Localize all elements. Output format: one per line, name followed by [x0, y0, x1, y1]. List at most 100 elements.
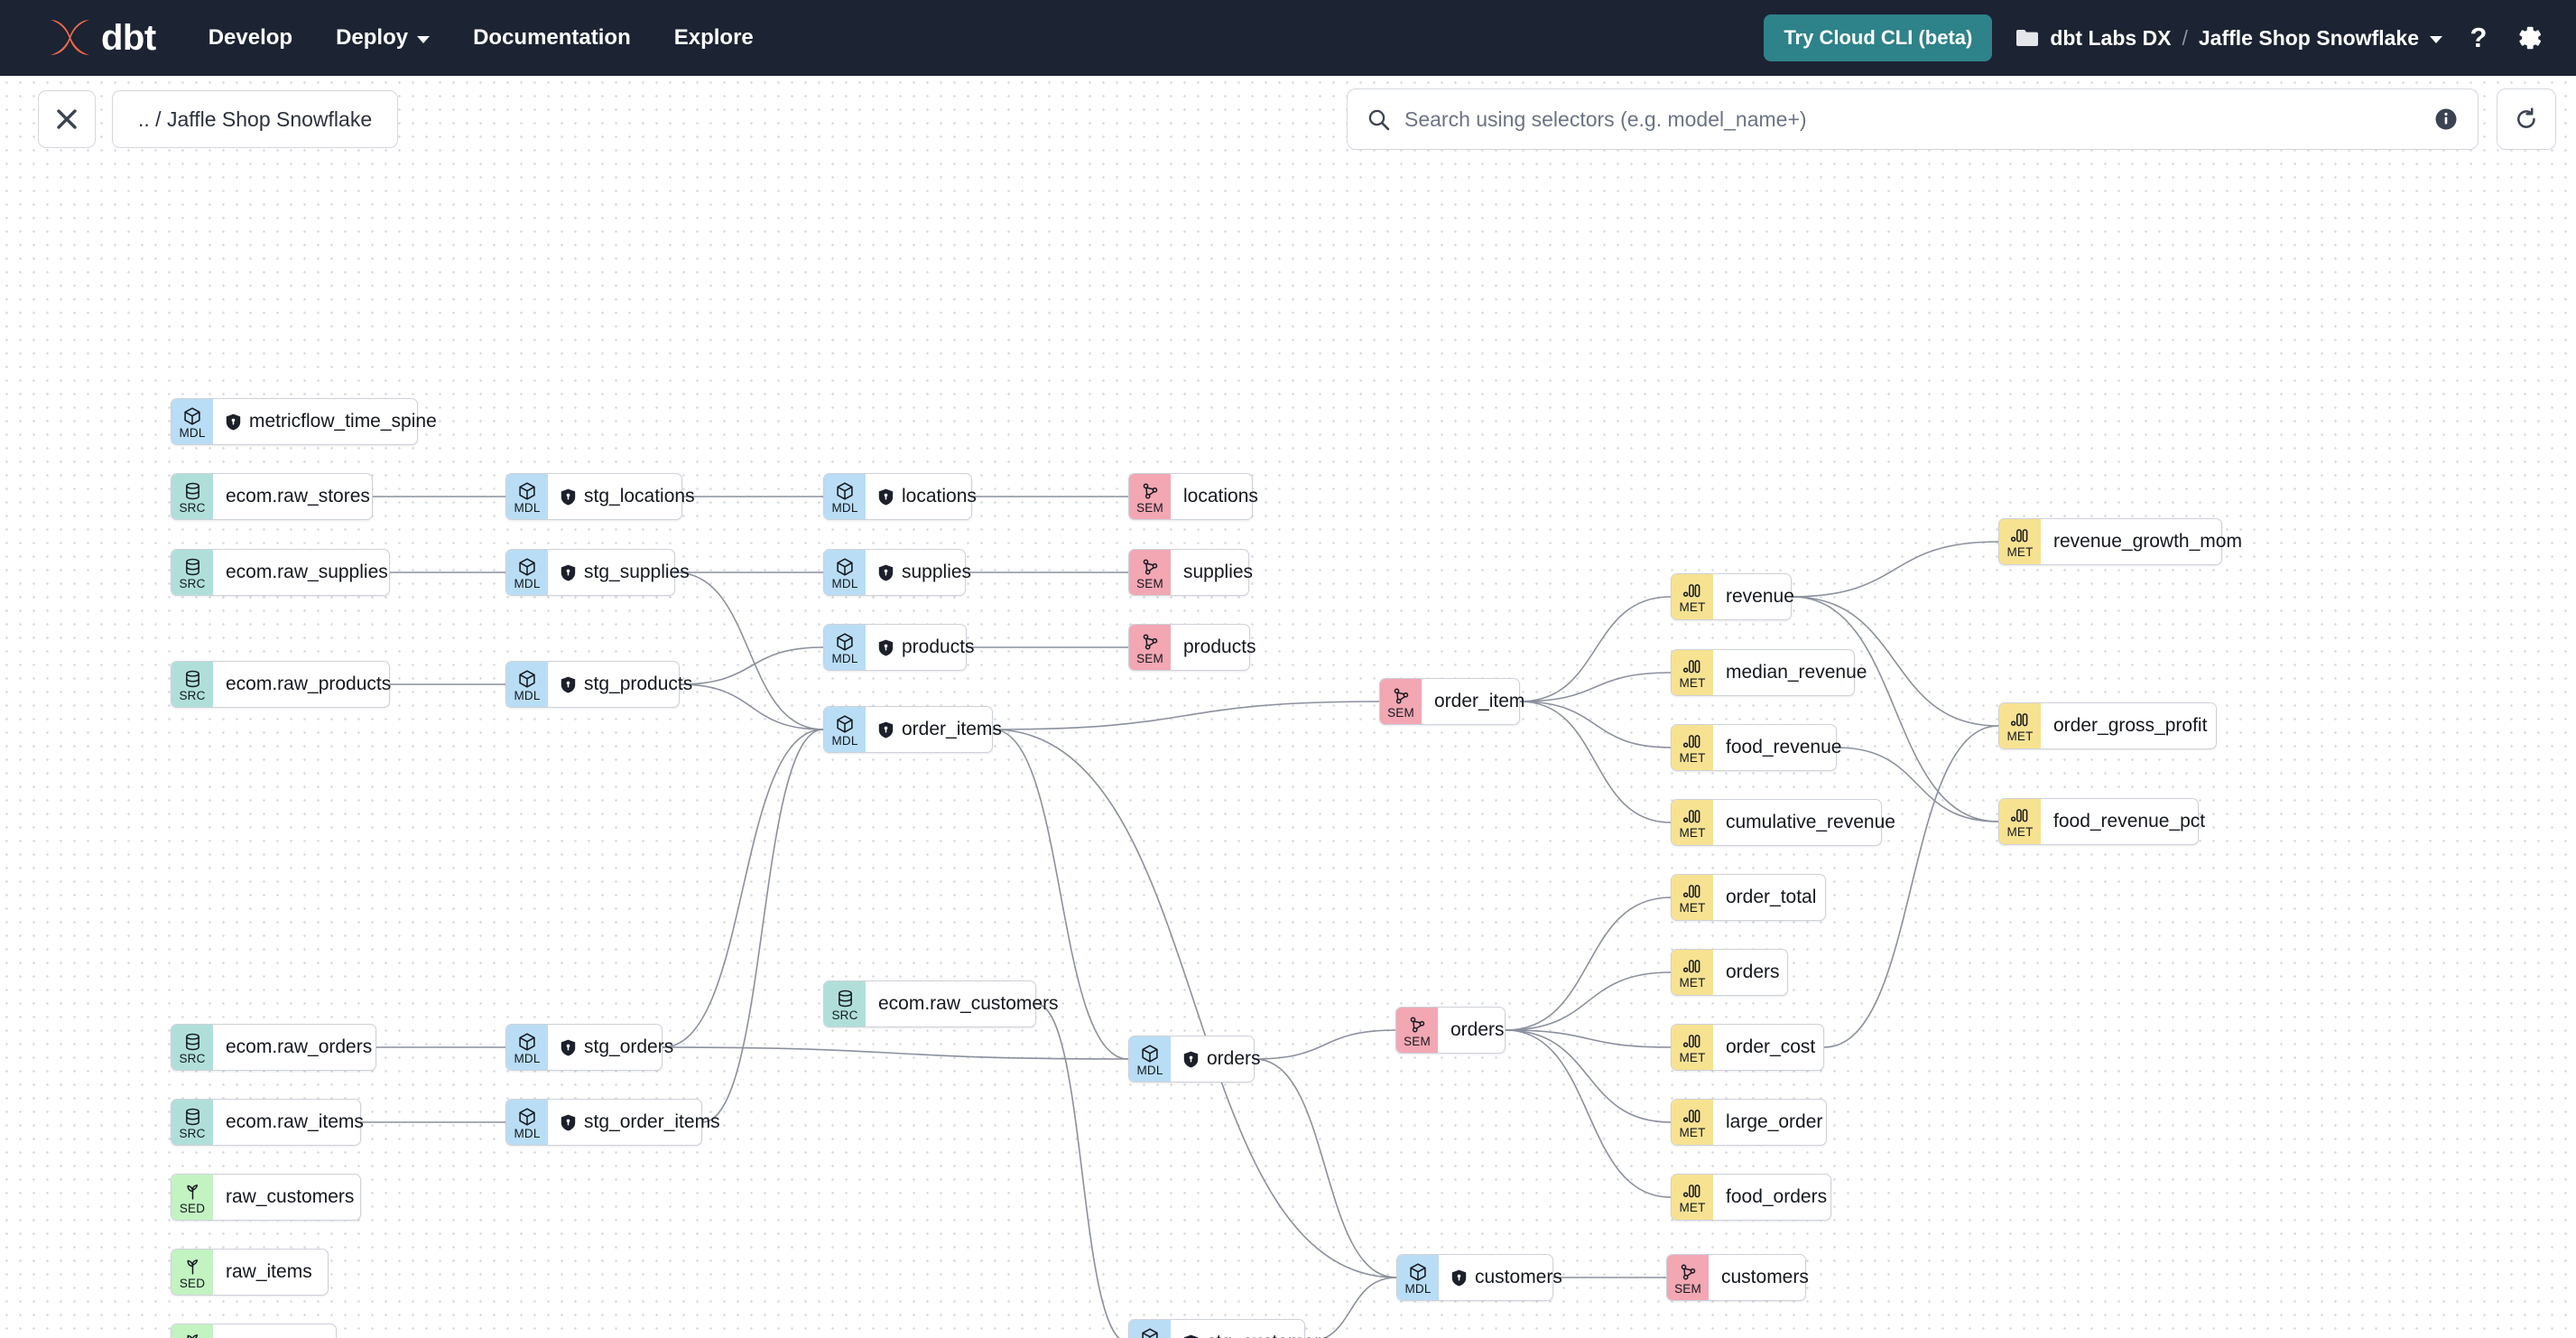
- graph-node-sem_products[interactable]: SEM products: [1128, 624, 1256, 671]
- nav-item-develop[interactable]: Develop: [208, 25, 292, 51]
- metric-icon: MET: [1672, 950, 1713, 995]
- info-icon[interactable]: [2434, 107, 2458, 131]
- node-label: median_revenue: [1726, 662, 1867, 683]
- refresh-button[interactable]: [2497, 88, 2556, 150]
- dbt-logo[interactable]: dbt: [47, 15, 156, 60]
- gear-icon[interactable]: [2515, 23, 2544, 52]
- search-icon: [1368, 109, 1390, 130]
- close-button[interactable]: [38, 90, 96, 148]
- search-bar[interactable]: [1347, 88, 2479, 150]
- node-label: stg_supplies: [584, 562, 690, 582]
- node-type-badge: SEM: [1674, 1281, 1701, 1296]
- node-label: products: [1183, 636, 1256, 657]
- cube-icon: MDL: [824, 625, 866, 670]
- node-label-wrap: locations: [1171, 474, 1273, 519]
- node-label-wrap: stg_locations: [548, 474, 709, 519]
- node-type-badge: MET: [1679, 676, 1706, 691]
- cube-icon: MDL: [506, 474, 548, 519]
- node-type-badge: SEM: [1387, 705, 1414, 720]
- node-label: raw_orders: [226, 1336, 320, 1338]
- metric-icon: MET: [1999, 703, 2041, 748]
- node-type-badge: MDL: [179, 425, 206, 440]
- node-label: locations: [902, 486, 977, 506]
- node-label: orders: [1207, 1048, 1261, 1069]
- nav-item-explore[interactable]: Explore: [674, 25, 754, 51]
- shield-icon: [561, 564, 576, 581]
- node-label-wrap: order_total: [1713, 875, 1830, 920]
- node-label-wrap: median_revenue: [1713, 650, 1881, 695]
- node-label-wrap: stg_supplies: [548, 550, 704, 595]
- node-type-badge: MDL: [1404, 1281, 1432, 1296]
- node-label-wrap: orders: [1713, 950, 1794, 995]
- cube-icon: MDL: [1129, 1036, 1171, 1082]
- refresh-icon: [2517, 107, 2535, 128]
- node-label-wrap: order_item: [1422, 679, 1539, 724]
- node-label-wrap: customers: [1439, 1255, 1577, 1300]
- nav-item-documentation[interactable]: Documentation: [473, 25, 631, 51]
- graph-node-met_median_revenue[interactable]: MET median_revenue: [1671, 649, 1867, 696]
- node-label: raw_items: [226, 1261, 312, 1282]
- node-label-wrap: supplies: [866, 550, 986, 595]
- metric-icon: MET: [1999, 799, 2041, 844]
- node-type-badge: MET: [1679, 751, 1706, 766]
- node-type-badge: SEM: [1136, 651, 1163, 665]
- node-type-badge: SED: [179, 1201, 206, 1215]
- node-label: ecom.raw_orders: [226, 1036, 373, 1057]
- seed-icon: SED: [171, 1324, 213, 1338]
- graph-node-ecom_raw_orders[interactable]: SRC ecom.raw_orders: [171, 1024, 376, 1071]
- node-type-badge: SRC: [179, 576, 206, 590]
- breadcrumb-button[interactable]: .. / Jaffle Shop Snowflake: [112, 90, 399, 148]
- nav-item-deploy[interactable]: Deploy: [336, 25, 431, 51]
- node-label-wrap: revenue: [1713, 574, 1809, 619]
- search-input[interactable]: [1404, 107, 2434, 132]
- node-type-badge: MDL: [831, 576, 858, 590]
- node-label-wrap: large_order: [1713, 1100, 1837, 1145]
- project-selector[interactable]: Jaffle Shop Snowflake: [2199, 26, 2442, 51]
- database-icon: SRC: [171, 550, 213, 595]
- question-mark-icon[interactable]: ?: [2466, 23, 2491, 53]
- node-label-wrap: raw_items: [213, 1250, 327, 1295]
- shield-icon: [561, 676, 576, 692]
- node-type-badge: SRC: [179, 1051, 206, 1065]
- cube-icon: MDL: [1129, 1320, 1171, 1338]
- graph-node-raw_orders[interactable]: SED raw_orders: [171, 1324, 337, 1338]
- graph-node-orders_mdl[interactable]: MDL orders: [1128, 1036, 1261, 1082]
- try-cloud-cli-button[interactable]: Try Cloud CLI (beta): [1764, 14, 1993, 61]
